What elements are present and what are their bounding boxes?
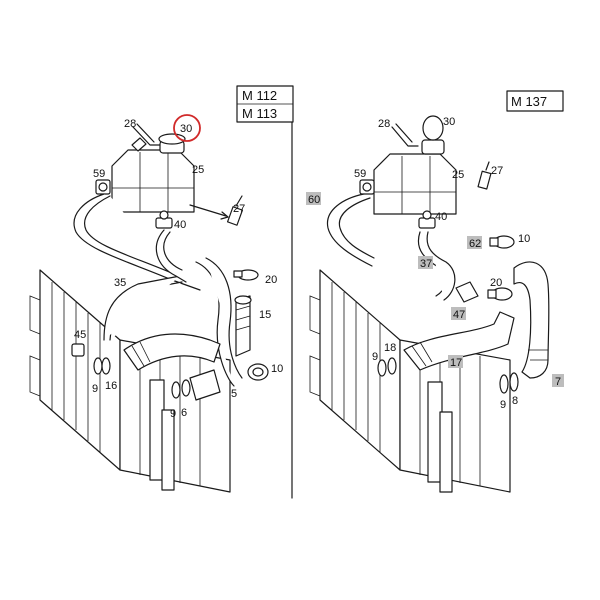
o-rings-9-right	[377, 357, 397, 377]
callout-40-right: 40	[435, 211, 447, 223]
callout-62-right: 62	[469, 238, 481, 250]
callout-10-left: 10	[271, 363, 283, 375]
clip-59-left	[95, 179, 111, 195]
callout-25-left: 25	[192, 164, 204, 176]
hose-17-right	[403, 311, 515, 371]
callout-60-right: 60	[308, 194, 320, 206]
callout-40-left: 40	[174, 219, 186, 231]
fitting-20-right	[487, 287, 513, 301]
highlight-circle-30	[173, 114, 201, 142]
clamp-10-left	[247, 363, 269, 381]
callout-8-right: 8	[512, 395, 518, 407]
callout-7-right: 7	[555, 376, 561, 388]
hose-15-left	[234, 295, 252, 357]
left-panel: M 112 M 113	[29, 85, 294, 493]
callout-59-left: 59	[93, 168, 105, 180]
right-panel: M 137	[306, 90, 564, 493]
shade-47	[451, 307, 466, 320]
hose-5-left	[195, 261, 235, 387]
callout-18-right: 18	[384, 342, 396, 354]
hose-16-left	[123, 333, 221, 371]
callout-27-left: 27	[233, 203, 245, 215]
callout-9-left: 9	[92, 383, 98, 395]
expansion-tank-left	[111, 133, 195, 213]
callout-9b-right: 9	[500, 399, 506, 411]
callout-30-right: 30	[443, 116, 455, 128]
callout-30-left: 30	[180, 123, 192, 135]
shade-17	[448, 355, 463, 368]
callout-25-right: 25	[452, 169, 464, 181]
callout-45-left: 45	[74, 329, 86, 341]
shade-37	[418, 256, 433, 269]
callout-27-right: 27	[491, 165, 503, 177]
clip-59-right	[359, 179, 375, 195]
vent-hose-28-right	[391, 126, 419, 147]
radiator-right	[309, 269, 511, 493]
shade-7	[552, 374, 564, 387]
callout-28-left: 28	[124, 118, 136, 130]
clamp-62-right	[489, 235, 515, 249]
sensor-27-right	[477, 161, 492, 190]
vent-hose-28-left	[132, 126, 161, 146]
engine-code-box-left: M 112 M 113	[236, 85, 294, 123]
callout-35-left: 35	[114, 277, 126, 289]
o-rings-9-left	[93, 357, 111, 375]
engine-code-m137: M 137	[511, 94, 547, 109]
o-rings-9b-right	[499, 372, 519, 394]
callout-28-right: 28	[378, 118, 390, 130]
callout-47-right: 47	[453, 309, 465, 321]
clamp-20-left	[233, 269, 259, 281]
engine-code-m112: M 112	[242, 88, 277, 103]
callout-17-right: 17	[450, 357, 462, 369]
shade-62	[467, 236, 482, 249]
seal-45-left	[71, 343, 85, 357]
expansion-tank-right	[373, 115, 457, 215]
callout-37-right: 37	[420, 258, 432, 270]
callout-20-right: 20	[490, 277, 502, 289]
fitting-40-right	[418, 210, 436, 229]
fitting-47-right	[455, 281, 479, 303]
callout-15-left: 15	[259, 309, 271, 321]
callout-9b-left: 9	[170, 408, 176, 420]
callout-59-right: 59	[354, 168, 366, 180]
callout-16-left: 16	[105, 380, 117, 392]
sensor-27-left	[189, 195, 244, 226]
callout-10-right: 10	[518, 233, 530, 245]
shade-60	[306, 192, 321, 205]
callout-9-right: 9	[372, 351, 378, 363]
callout-6-left: 6	[181, 407, 187, 419]
callout-20-left: 20	[265, 274, 277, 286]
callout-5-left: 5	[231, 388, 237, 400]
fitting-6-left	[171, 369, 221, 401]
engine-code-m113: M 113	[242, 106, 277, 121]
fitting-40-left	[155, 210, 173, 229]
hose-7-right	[513, 261, 550, 379]
engine-code-box-right: M 137	[506, 90, 564, 112]
